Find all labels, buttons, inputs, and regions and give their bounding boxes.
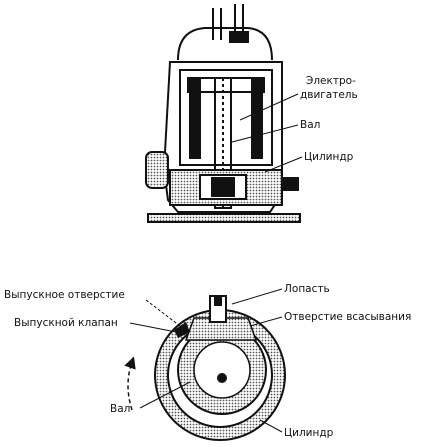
label-cylinder-top: Цилиндр <box>304 151 354 163</box>
label-shaft-top: Вал <box>300 119 320 131</box>
motor-block <box>179 69 273 166</box>
label-outlet-valve: Выпускной клапан <box>14 317 118 329</box>
bottom-leader-lines <box>129 288 283 433</box>
rotation-arrow <box>124 356 136 411</box>
terminal-wires <box>212 4 249 43</box>
label-motor-line1: Электро- <box>306 75 356 87</box>
label-blade: Лопасть <box>284 283 330 295</box>
label-motor-line2: двигатель <box>300 89 358 101</box>
side-fitting-left <box>145 151 169 189</box>
outlet-valve <box>174 322 190 338</box>
label-outlet: Выпускное отверстие <box>4 289 125 301</box>
base <box>147 213 301 223</box>
top-labels: Электро- двигатель Вал Цилиндр <box>300 75 358 163</box>
label-suction: Отверстие всасывания <box>284 311 411 323</box>
shaft-eccentric <box>217 373 227 383</box>
label-cylinder-bottom: Цилиндр <box>284 427 334 439</box>
compressor-section <box>145 4 301 223</box>
side-fitting-right <box>281 177 299 191</box>
bottom-labels: Выпускное отверстие Лопасть Выпускной кл… <box>4 283 411 439</box>
label-shaft-bottom: Вал <box>110 403 130 415</box>
top-leader-lines <box>231 93 303 173</box>
rotary-section <box>124 295 286 441</box>
housing-dome <box>177 27 273 61</box>
